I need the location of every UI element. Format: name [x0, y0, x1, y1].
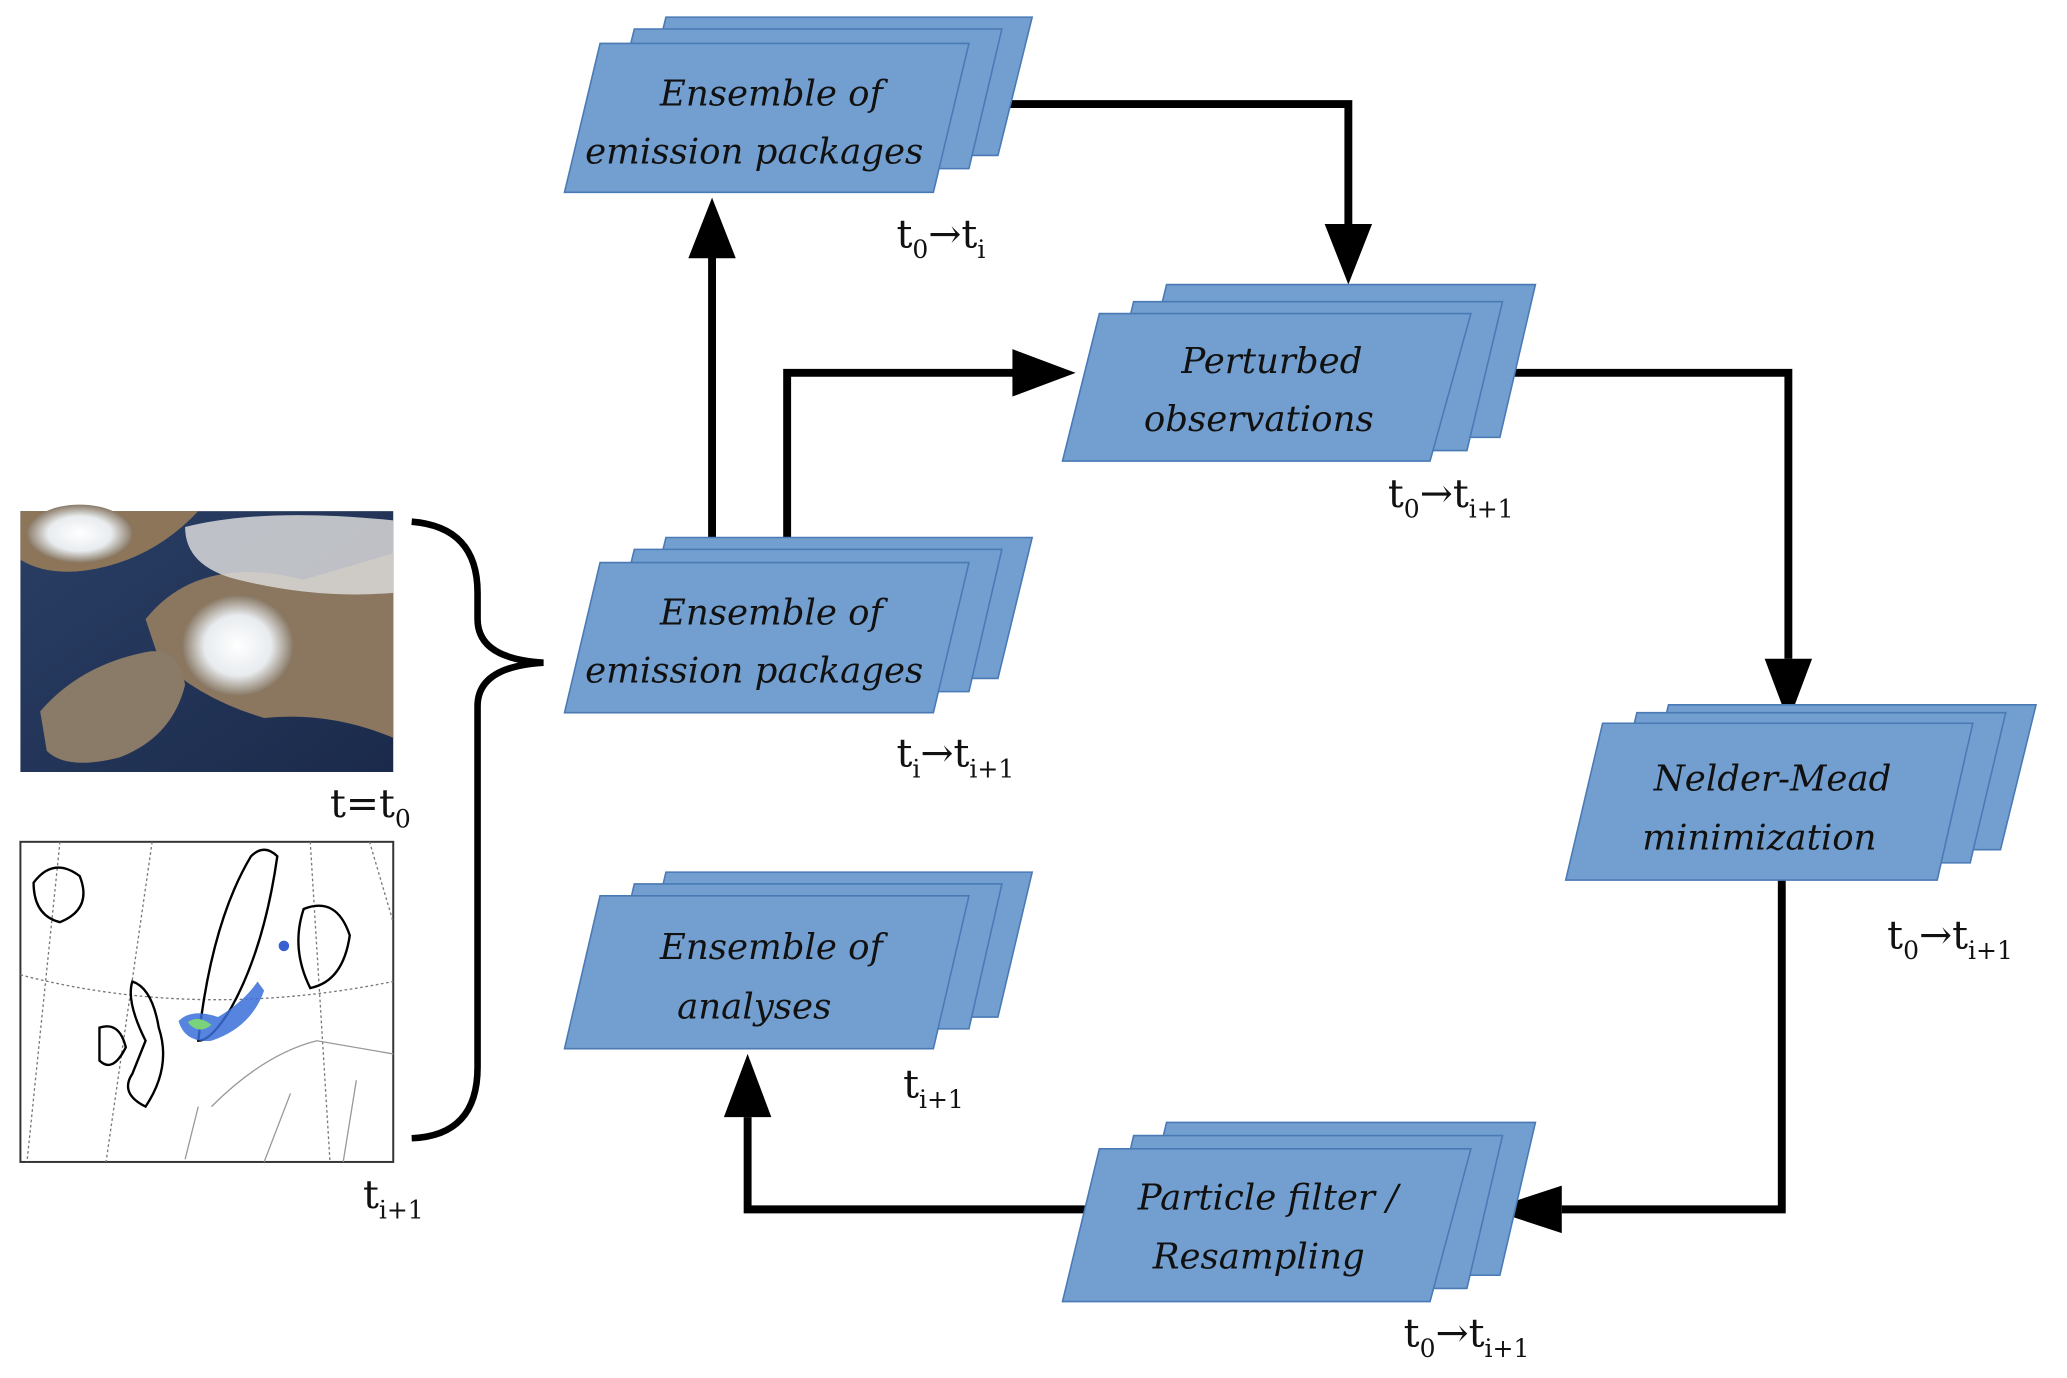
time-label: ti+1: [903, 1061, 964, 1114]
map-caption: ti+1: [363, 1172, 424, 1225]
arrow-perturbed-to-nelder: [1513, 368, 1793, 659]
arrowhead-down-2: [1764, 658, 1813, 722]
node-emission-top: Ensemble of emission packages t0→ti: [563, 16, 1034, 265]
svg-text:ti+1: ti+1: [363, 1172, 424, 1225]
svg-text:analyses: analyses: [677, 986, 831, 1027]
svg-text:Ensemble of: Ensemble of: [659, 592, 889, 633]
europe-map: [19, 840, 395, 1163]
arrowhead-down-1: [1324, 223, 1373, 285]
svg-text:Ensemble of: Ensemble of: [659, 73, 889, 114]
svg-text:t=t0: t=t0: [330, 781, 411, 834]
svg-text:minimization: minimization: [1642, 818, 1876, 859]
svg-text:Perturbed: Perturbed: [1180, 341, 1362, 382]
node-nelder-mead: Nelder-Mead minimization t0→ti+1: [1564, 704, 2038, 966]
arrow-nelder-to-particle: [1561, 880, 1786, 1214]
svg-text:Particle filter /: Particle filter /: [1137, 1177, 1401, 1218]
time-label: ti→ti+1: [896, 731, 1014, 784]
svg-text:Resampling: Resampling: [1152, 1237, 1365, 1278]
arrowhead-up: [688, 197, 736, 259]
svg-text:Nelder-Mead: Nelder-Mead: [1653, 758, 1892, 799]
svg-text:emission packages: emission packages: [585, 131, 923, 172]
svg-text:emission packages: emission packages: [585, 650, 923, 691]
volcano-caption: t=t0: [330, 781, 411, 834]
time-label: t0→ti+1: [1388, 471, 1514, 524]
arrow-particle-to-analyses: [743, 1117, 1085, 1214]
time-label: t0→ti+1: [1887, 913, 2013, 966]
brace: [411, 518, 544, 1142]
node-emission-mid: Ensemble of emission packages ti→ti+1: [563, 536, 1034, 784]
time-label: t0→ti: [896, 212, 985, 265]
svg-text:Ensemble of: Ensemble of: [659, 927, 889, 968]
time-label: t0→ti+1: [1404, 1310, 1530, 1363]
arrow-top-to-perturbed: [1008, 100, 1353, 224]
node-analyses: Ensemble of analyses ti+1: [563, 871, 1034, 1114]
arrowhead-up-2: [723, 1053, 772, 1118]
volcano-photo: [20, 504, 394, 772]
node-perturbed: Perturbed observations t0→ti+1: [1061, 283, 1537, 524]
arrowhead-left: [1489, 1185, 1562, 1234]
arrow-mid-to-perturbed: [783, 368, 1016, 538]
node-particle-filter: Particle filter / Resampling t0→ti+1: [1061, 1121, 1537, 1363]
arrows: [688, 100, 1813, 1234]
arrowhead-right: [1012, 349, 1076, 397]
svg-text:observations: observations: [1144, 399, 1374, 440]
